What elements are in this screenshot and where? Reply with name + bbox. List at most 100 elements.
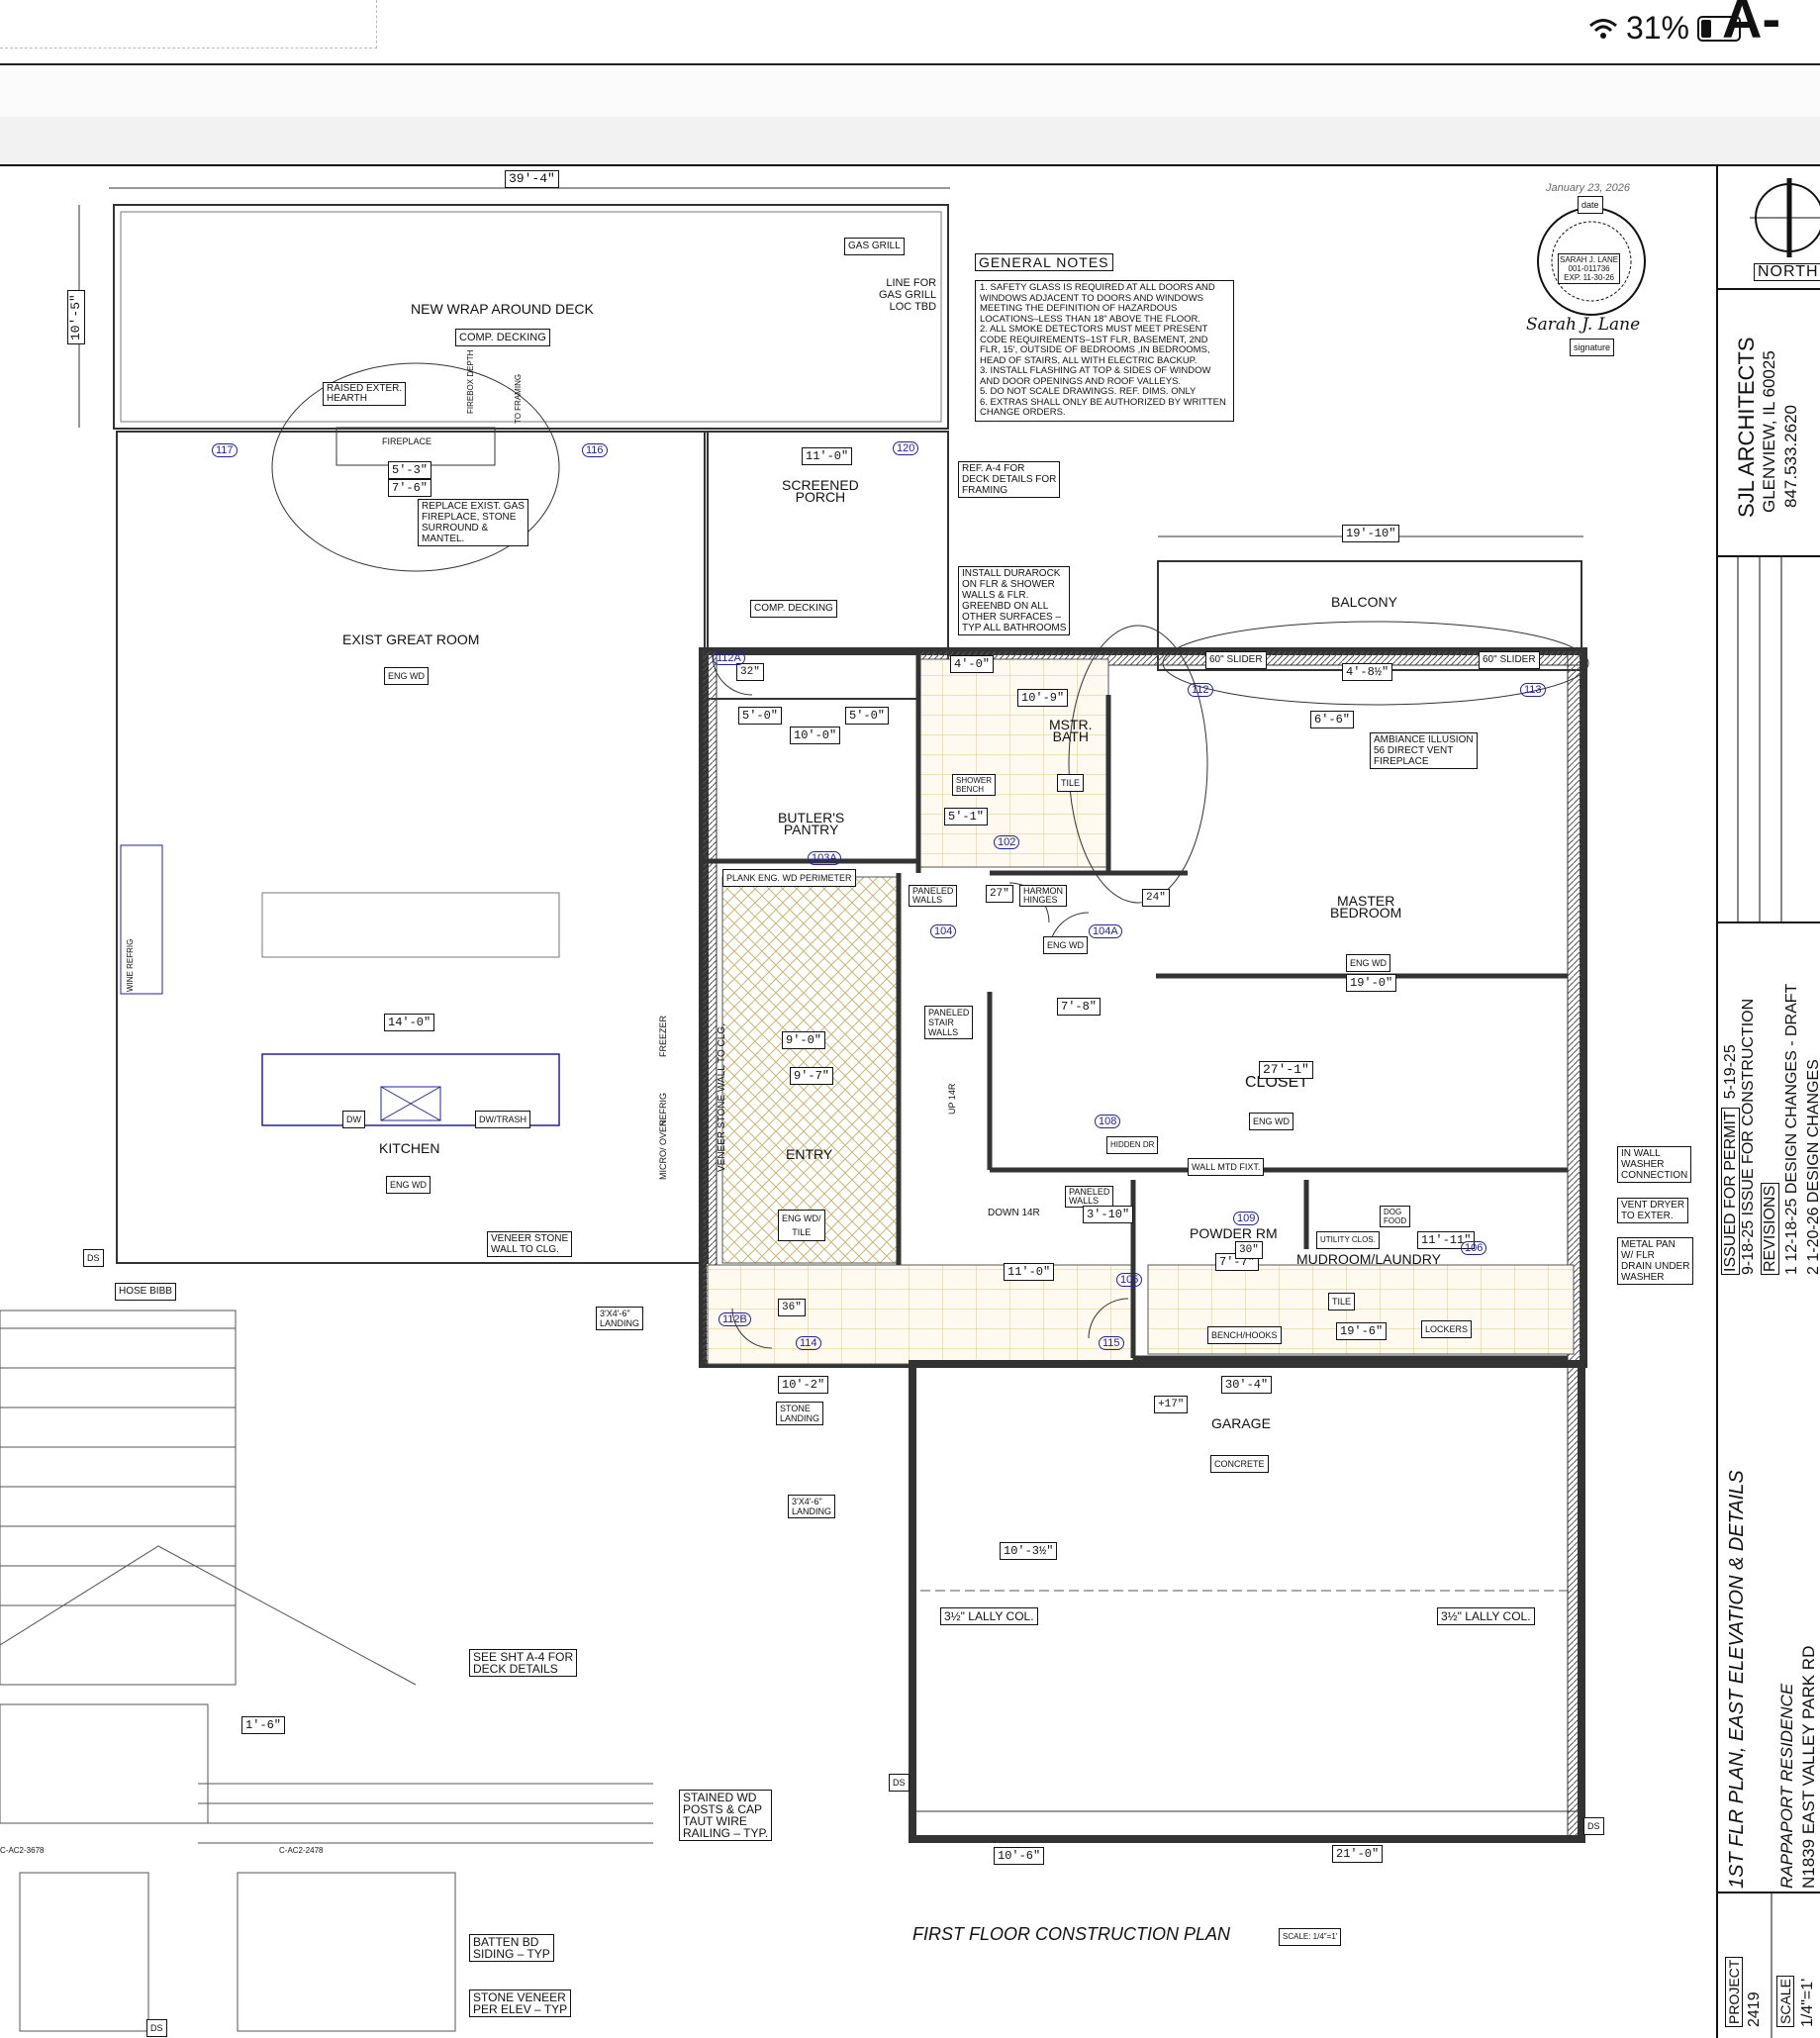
room-powder: POWDER RM <box>1190 1225 1278 1241</box>
dim-deck-width: 39'-4" <box>505 170 559 188</box>
note-5: 5. DO NOT SCALE DRAWINGS. REF. DIMS. ONL… <box>980 386 1197 397</box>
door-tag-106: 106 <box>1461 1241 1487 1255</box>
signature-label: signature <box>1570 339 1615 356</box>
dim-10-2: 10'-2" <box>778 1376 829 1394</box>
callout-landing-2: 3'X4'-6"LANDING <box>788 1495 836 1518</box>
status-bar: 31% A- <box>0 0 1820 65</box>
project-number: 2419 <box>1746 1991 1763 2027</box>
label-c-ac-1: C-AC2-3678 <box>0 1846 45 1855</box>
callout-raised-hearth: RAISED EXTER.HEARTH <box>323 382 407 406</box>
dim-24: 24" <box>1142 889 1170 907</box>
dim-1-6: 1'-6" <box>241 1716 286 1734</box>
scale-bar: SCALE: 1/4"=1' <box>1279 1928 1342 1946</box>
door-tag-120: 120 <box>893 441 919 455</box>
door-tag-108: 108 <box>1095 1115 1121 1128</box>
viewer-toolbar <box>0 65 1820 118</box>
callout-bench-hooks: BENCH/HOOKS <box>1207 1326 1282 1344</box>
comp-decking-tag: COMP. DECKING <box>455 329 550 346</box>
label-c-ac-2: C-AC2-2478 <box>279 1846 324 1855</box>
label-ds-1: DS <box>83 1249 104 1267</box>
label-to-framing: TO FRAMING <box>514 373 523 424</box>
firm-name: SJL ARCHITECTS <box>1734 337 1759 518</box>
callout-slider-1: 60" SLIDER <box>1205 651 1267 669</box>
door-tag-104a: 104A <box>1089 924 1122 938</box>
dim-4-0: 4'-0" <box>950 655 995 673</box>
floor-tag-kitchen: ENG WD <box>386 1176 431 1194</box>
drawing-sheet[interactable]: 39'-4" 10'-5" NEW WRAP AROUND DECK COMP.… <box>0 164 1820 2038</box>
issued-for-permit: ISSUED FOR PERMIT 5-19-25 <box>1721 1044 1740 1275</box>
door-tag-115: 115 <box>1099 1336 1124 1350</box>
door-tag-104: 104 <box>930 924 957 938</box>
battery-icon <box>1697 15 1741 42</box>
door-tag-105: 105 <box>1116 1273 1143 1287</box>
dim-5-1: 5'-1" <box>944 808 989 825</box>
project-label: PROJECT <box>1725 1956 1743 2027</box>
dim-11-0-b: 11'-0" <box>1004 1263 1055 1281</box>
label-micro-oven: MICRO/ OVEN <box>658 1119 668 1180</box>
callout-fireplace: FIREPLACE <box>382 437 432 446</box>
door-tag-113: 113 <box>1520 683 1546 697</box>
plan-title: FIRST FLOOR CONSTRUCTION PLAN <box>912 1924 1231 1944</box>
callout-lally-1: 3½" LALLY COL. <box>940 1607 1038 1625</box>
dim-5-0-a: 5'-0" <box>738 707 783 725</box>
title-block-border <box>1716 166 1718 2038</box>
label-ds-4: DS <box>146 2019 167 2037</box>
dim-7-8: 7'-8" <box>1057 998 1102 1016</box>
dim-36: 36" <box>778 1299 806 1316</box>
dim-7-6: 7'-6" <box>388 479 432 497</box>
floor-tag-bedroom: ENG WD <box>1346 954 1390 972</box>
deck-label: NEW WRAP AROUND DECK <box>411 301 594 317</box>
status-indicators: 31% <box>1588 10 1741 47</box>
callout-lally-2: 3½" LALLY COL. <box>1437 1607 1535 1625</box>
room-garage: GARAGE <box>1211 1415 1271 1431</box>
dim-11-11: 11'-11" <box>1417 1231 1476 1249</box>
floor-tag-entry: ENG WD/TILE <box>778 1210 825 1241</box>
signature: Sarah J. Lane <box>1526 315 1641 335</box>
note-6: 6. EXTRAS SHALL ONLY BE AUTHORIZED BY WR… <box>980 396 1226 418</box>
label-ds-2: DS <box>889 1774 910 1792</box>
scale-value: 1/4"=1' <box>1799 1978 1816 2027</box>
revision-2: 2 1-20-26 DESIGN CHANGES <box>1805 1059 1820 1275</box>
project-name: RAPPAPORT RESIDENCE <box>1777 1683 1796 1889</box>
dim-10-3: 10'-3½" <box>1000 1542 1058 1560</box>
door-tag-109: 109 <box>1233 1212 1260 1225</box>
revision-1: 1 12-18-25 DESIGN CHANGES - DRAFT <box>1783 983 1800 1275</box>
callout-utility: UTILITY CLOS. <box>1316 1231 1380 1249</box>
previous-page-edge <box>0 0 377 49</box>
room-kitchen: KITCHEN <box>379 1140 440 1156</box>
dim-5-3: 5'-3" <box>388 461 432 479</box>
callout-slider-2: 60" SLIDER <box>1479 651 1540 669</box>
room-mstr-bath: MSTR.BATH <box>1049 717 1093 744</box>
callout-hidden-dr: HIDDEN DR <box>1106 1136 1159 1154</box>
revisions-label: REVISIONS <box>1761 1182 1779 1275</box>
floor-tag-mudroom: TILE <box>1328 1293 1356 1310</box>
battery-percent: 31% <box>1625 10 1689 46</box>
dim-27: 27" <box>986 885 1013 903</box>
floor-tag-closet: ENG WD <box>1249 1113 1293 1130</box>
note-2: 2. ALL SMOKE DETECTORS MUST MEET PRESENT… <box>980 324 1210 366</box>
comp-decking-tag-2: COMP. DECKING <box>750 600 837 618</box>
dim-30-4: 30'-4" <box>1221 1376 1273 1394</box>
general-notes-list: 1. SAFETY GLASS IS REQUIRED AT ALL DOORS… <box>975 280 1234 422</box>
dim-27-1: 27'-1" <box>1259 1061 1313 1079</box>
room-mudroom: MUDROOM/LAUNDRY <box>1296 1251 1441 1267</box>
door-tag-112b: 112B <box>718 1312 751 1326</box>
wifi-icon <box>1588 18 1617 39</box>
dim-17: +17" <box>1154 1396 1189 1413</box>
sheet-title: 1ST FLR PLAN, EAST ELEVATION & DETAILS <box>1726 1470 1748 1889</box>
label-ds-3: DS <box>1583 1817 1604 1835</box>
dim-10-0: 10'-0" <box>790 727 841 744</box>
general-notes-title: GENERAL NOTES <box>975 253 1113 271</box>
